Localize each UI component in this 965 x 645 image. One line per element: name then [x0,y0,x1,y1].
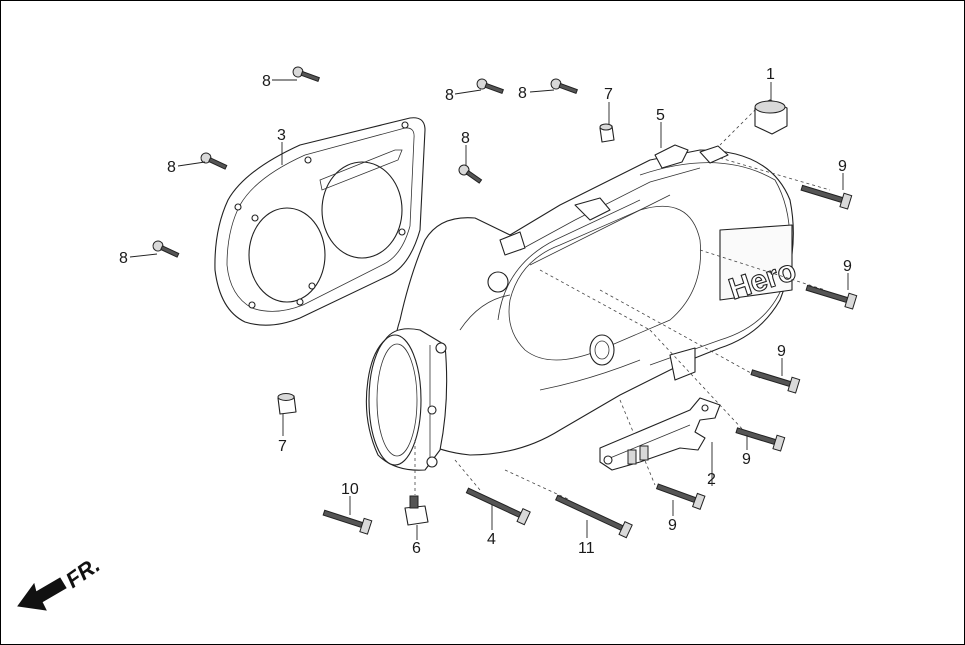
alignment-lines [414,104,831,501]
callout-7-top: 7 [604,86,613,103]
front-direction-label: FR. [61,552,104,593]
callout-1: 1 [766,66,775,83]
callout-4: 4 [487,531,496,548]
bracket-part [599,397,721,471]
cap-part [754,99,788,135]
air-intake-duct [365,271,509,471]
callout-9-c: 9 [777,343,786,360]
callout-7-left: 7 [278,438,287,455]
callout-3: 3 [277,127,286,144]
callout-2: 2 [707,471,716,488]
callout-9-b: 9 [843,258,852,275]
callout-5: 5 [656,107,665,124]
callout-8-c: 8 [518,85,527,102]
bolt-10 [322,509,373,535]
front-direction-indicator: FR. [17,552,104,611]
callout-8-d: 8 [461,130,470,147]
callout-8-a: 8 [262,73,271,90]
front-arrow-icon [17,577,67,611]
damper-part [404,495,429,526]
callout-9-d: 9 [742,451,751,468]
leader-lines [129,79,849,540]
callout-9-e: 9 [668,517,677,534]
callout-6: 6 [412,540,421,557]
callout-labels: 1 2 3 4 5 6 7 7 8 8 8 8 8 8 8 9 9 9 9 9 … [119,66,852,557]
dowel-part-left [277,393,297,415]
callout-11: 11 [578,540,595,557]
crankcase-cover-part: Hero [392,144,801,456]
callout-10: 10 [341,481,359,498]
bolts-9 [655,184,858,510]
callout-8-b: 8 [445,87,454,104]
dowel-part-top [599,123,615,143]
bolt-4 [465,487,531,526]
callout-8-f: 8 [119,250,128,267]
callout-8-e: 8 [167,159,176,176]
callout-9-a: 9 [838,158,847,175]
screws-8 [152,66,578,258]
gasket-part [214,117,426,326]
bolt-11 [555,494,633,539]
